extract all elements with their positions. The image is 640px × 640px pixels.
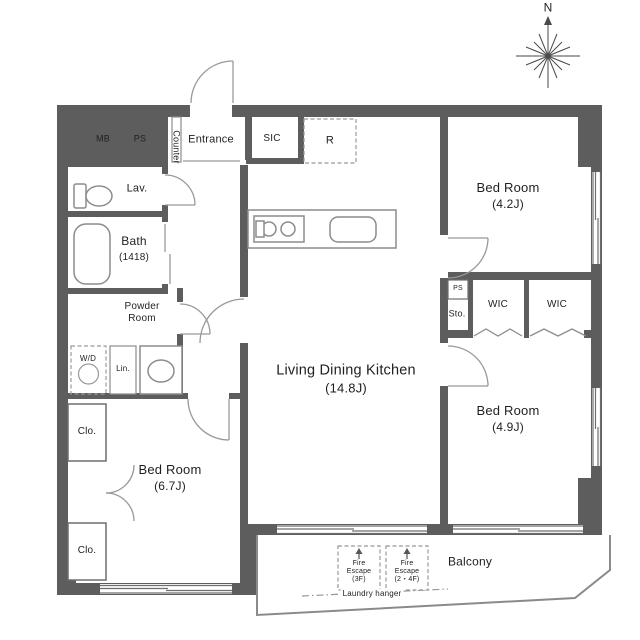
fire-escape-hatch-2-4f <box>385 545 429 591</box>
room-label-sic: SIC <box>263 132 281 144</box>
fire-escape-2-4f-label: Fire Escape (2・4F) <box>394 559 420 584</box>
room-label-ldk: Living Dining Kitchen(14.8J) <box>276 362 416 395</box>
refrigerator-box <box>303 118 357 164</box>
room-label-balcony: Balcony <box>447 554 493 569</box>
room-size-bedroom-southeast: (4.9J) <box>492 420 524 434</box>
wic-folding-doors <box>473 328 587 337</box>
room-label-lavatory: Lav. <box>126 182 148 195</box>
room-label-counter: Counter <box>171 130 182 164</box>
room-label-mb: MB <box>96 133 110 144</box>
room-label-bedroom-southeast: Bed Room(4.9J) <box>476 403 540 434</box>
bathtub-icon <box>73 223 111 285</box>
room-label-bedroom-south: Bed Room(6.7J) <box>138 462 202 493</box>
washer-dryer-box <box>70 345 107 395</box>
room-label-refrigerator: R <box>325 134 335 147</box>
toilet-icon <box>73 183 113 209</box>
windows <box>100 172 602 594</box>
room-size-bedroom-northeast: (4.2J) <box>492 197 524 211</box>
room-size-bedroom-south: (6.7J) <box>154 479 186 493</box>
closet-upper-box <box>67 403 107 462</box>
kitchen-counter-icon <box>247 209 397 249</box>
walls <box>57 105 602 595</box>
compass-icon <box>516 16 580 88</box>
closet-lower-box <box>67 522 107 581</box>
room-label-closet-lower: Clo. <box>77 544 97 556</box>
washbasin-icon <box>139 345 183 395</box>
room-label-washer-dryer: W/D <box>79 354 97 364</box>
room-label-powder-room: Powder Room <box>124 300 160 324</box>
entrance-counter-box <box>171 116 182 163</box>
room-label-wic-west: WIC <box>487 298 509 310</box>
linen-cabinet-box <box>109 345 137 395</box>
balcony-outline <box>256 535 611 617</box>
fire-escape-3f-label: Fire Escape (3F) <box>346 559 372 584</box>
room-label-ps-entrance: PS <box>133 133 147 144</box>
room-label-wic-east: WIC <box>546 298 568 310</box>
compass-north-label: N <box>543 0 553 15</box>
room-label-closet-upper: Clo. <box>77 425 97 437</box>
laundry-hanger-label: Laundry hanger <box>340 589 404 599</box>
room-size-bath: (1418) <box>118 251 150 263</box>
door-arcs <box>105 60 489 522</box>
room-size-ldk: (14.8J) <box>325 380 367 395</box>
room-label-entrance: Entrance <box>188 133 234 146</box>
ps-middle-box <box>447 279 469 300</box>
room-label-storage: Sto. <box>448 308 466 319</box>
room-label-bedroom-northeast: Bed Room(4.2J) <box>476 180 540 211</box>
room-label-bath: Bath(1418) <box>118 234 150 263</box>
room-label-ps-middle: PS <box>453 284 463 292</box>
room-label-linen: Lin. <box>116 364 130 374</box>
